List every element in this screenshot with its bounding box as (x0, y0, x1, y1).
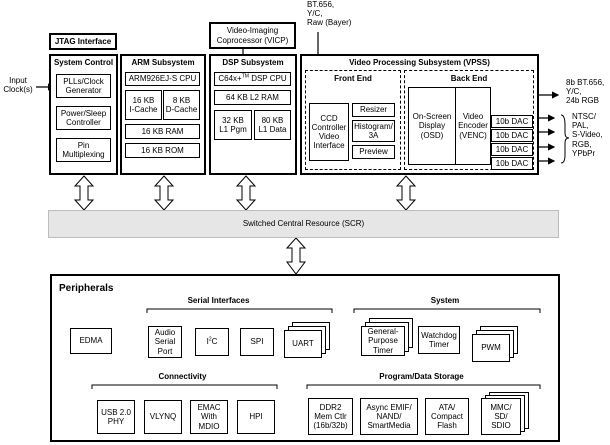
histogram-3a: Histogram/3A (352, 120, 395, 142)
vpss-title: Video Processing Subsystem (VPSS) (349, 58, 490, 67)
analog-brace (560, 114, 570, 164)
vlynq: VLYNQ (144, 400, 182, 434)
digital-output-label: 8b BT.656, Y/C, 24b RGB (566, 78, 605, 106)
analog-output-label: NTSC/ PAL, S-Video, RGB, YPbPr (572, 112, 603, 158)
dsp-l2-ram: 64 KB L2 RAM (214, 90, 291, 105)
peripherals-block: Peripherals EDMA Serial Interfaces Audio… (50, 274, 560, 442)
async-emif: Async EMIF/NAND/SmartMedia (360, 398, 418, 435)
serial-interfaces-title: Serial Interfaces (187, 296, 250, 305)
dsp-subsystem-title: DSP Subsystem (222, 58, 284, 67)
i2c: I2C (195, 328, 229, 356)
storage-title: Program/Data Storage (379, 372, 464, 381)
jtag-interface: JTAG Interface (49, 33, 117, 50)
camera-input-label: BT.656, Y/C, Raw (Bayer) (307, 0, 352, 28)
front-end-title: Front End (334, 74, 372, 83)
uart: UART (284, 330, 322, 358)
system-group-title: System (430, 296, 460, 305)
vpss-block: Video Processing Subsystem (VPSS) Front … (300, 54, 539, 175)
scr-bar: Switched Central Resource (SCR) (48, 210, 559, 238)
edma: EDMA (70, 328, 112, 354)
spi: SPI (240, 328, 274, 356)
pwm: PWM (472, 334, 510, 362)
preview: Preview (352, 145, 395, 159)
scr-label: Switched Central Resource (SCR) (242, 219, 365, 229)
arm-cpu: ARM926EJ-S CPU (125, 72, 200, 86)
dsp-subsystem-block: DSP Subsystem C64x+TM DSP CPU 64 KB L2 R… (209, 54, 297, 175)
arm-subsystem-title: ARM Subsystem (131, 58, 195, 67)
resizer: Resizer (352, 103, 395, 117)
dsp-cpu: C64x+TM DSP CPU (214, 72, 291, 86)
peripherals-title: Peripherals (59, 283, 114, 294)
hpi: HPI (237, 400, 275, 434)
dac-2: 10b DAC (491, 129, 533, 142)
scr-peripherals-arrow (285, 237, 307, 275)
dac-4: 10b DAC (491, 157, 533, 170)
system-control-title: System Control (53, 58, 114, 67)
peripheral-group-brackets (91, 308, 541, 389)
dac-1: 10b DAC (491, 115, 533, 128)
back-end-title: Back End (450, 74, 488, 83)
arm-ram: 16 KB RAM (125, 124, 200, 139)
arm-rom: 16 KB ROM (125, 143, 200, 158)
system-scr-arrow (73, 175, 95, 211)
mmc-sd-sdio: MMC/SD/SDIO (481, 398, 521, 435)
dac-3: 10b DAC (491, 143, 533, 156)
input-clock-label: Input Clock(s) (3, 76, 33, 95)
vpss-scr-arrow (395, 175, 417, 211)
jtag-label: JTAG Interface (54, 36, 112, 46)
arm-scr-arrow (153, 175, 175, 211)
connectivity-title: Connectivity (158, 372, 207, 381)
dsp-scr-arrow (235, 175, 257, 211)
